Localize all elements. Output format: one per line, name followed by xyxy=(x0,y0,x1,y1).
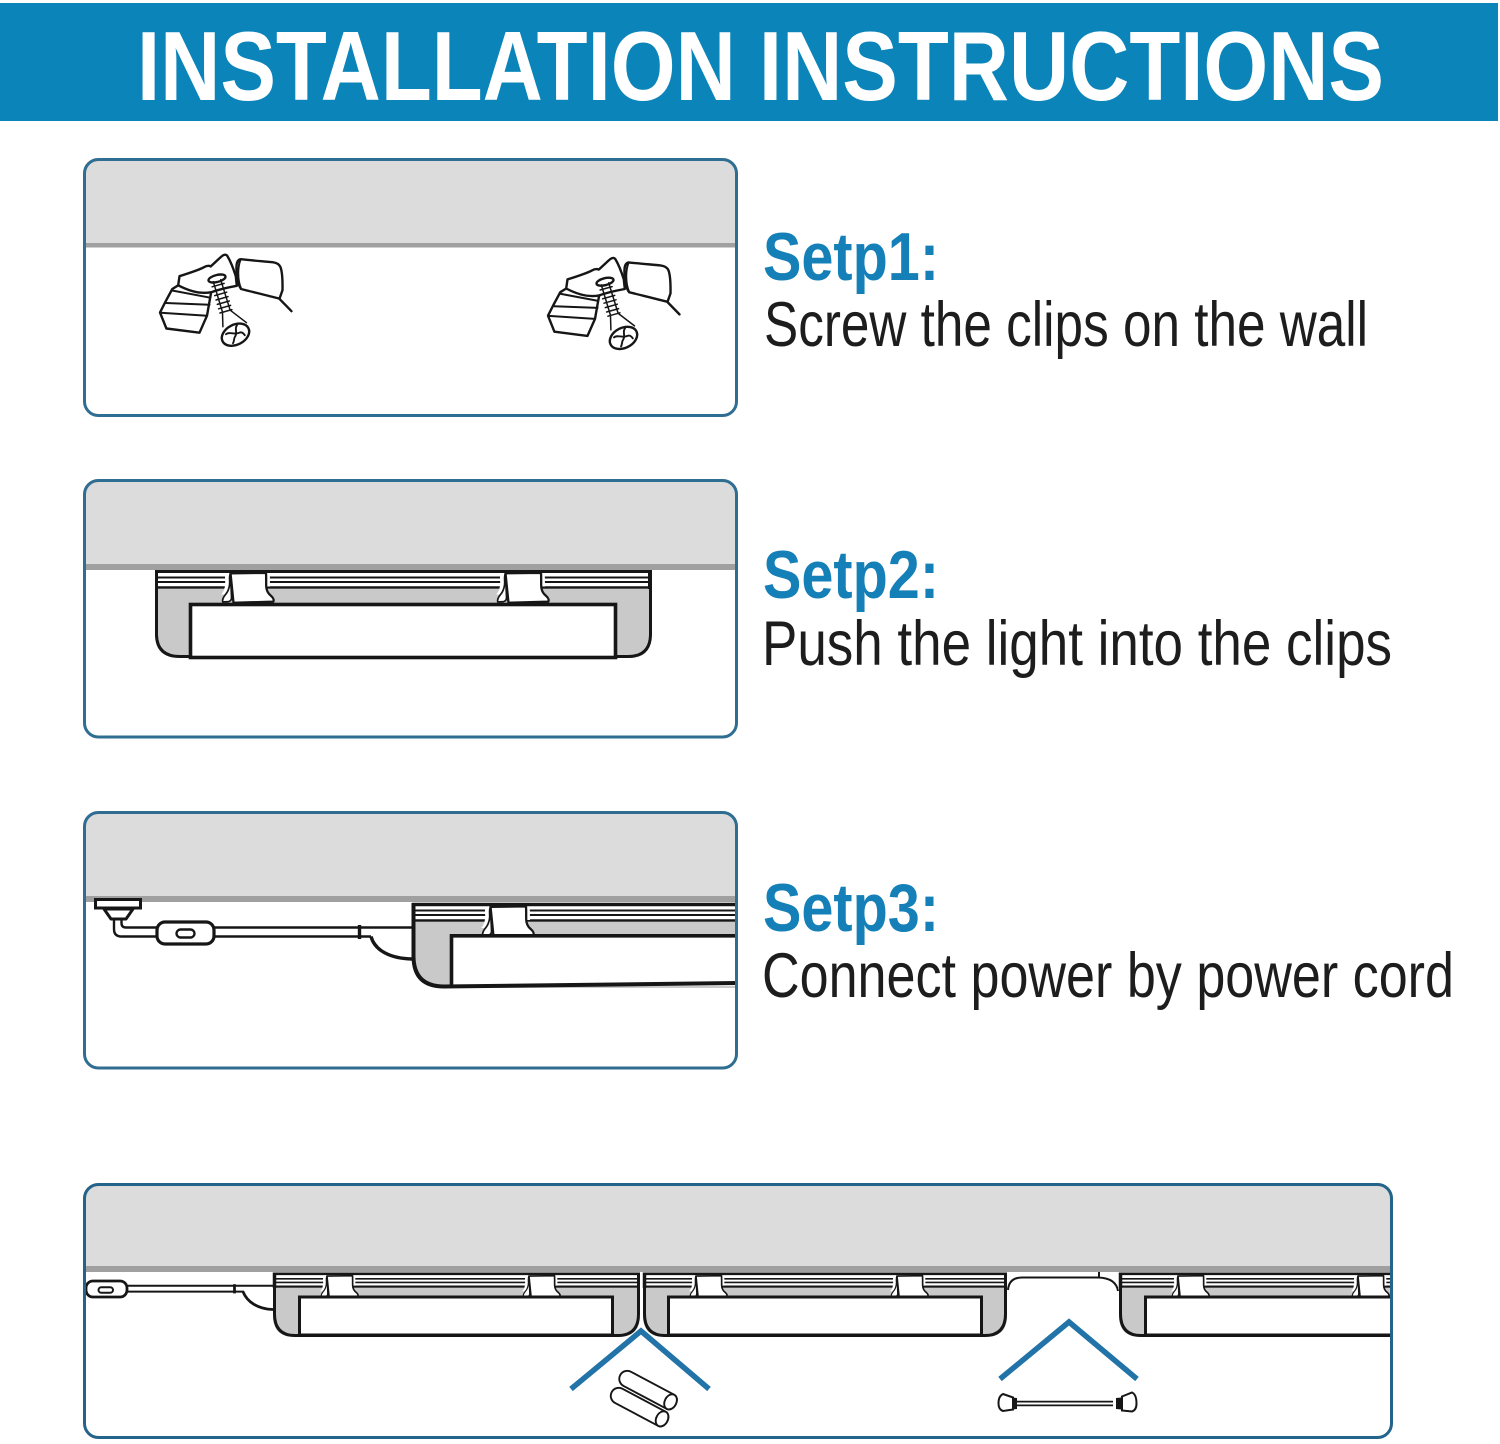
svg-text:Push the light into the clips: Push the light into the clips xyxy=(762,609,1392,679)
svg-text:Setp3:: Setp3: xyxy=(763,870,939,946)
svg-text:Screw the clips on the wall: Screw the clips on the wall xyxy=(764,290,1368,360)
svg-text:Connect power by power cord: Connect power by power cord xyxy=(762,941,1454,1011)
svg-text:Setp2:: Setp2: xyxy=(763,537,939,613)
svg-text:Setp1:: Setp1: xyxy=(763,219,939,295)
svg-text:INSTALLATION INSTRUCTIONS: INSTALLATION INSTRUCTIONS xyxy=(137,11,1384,121)
